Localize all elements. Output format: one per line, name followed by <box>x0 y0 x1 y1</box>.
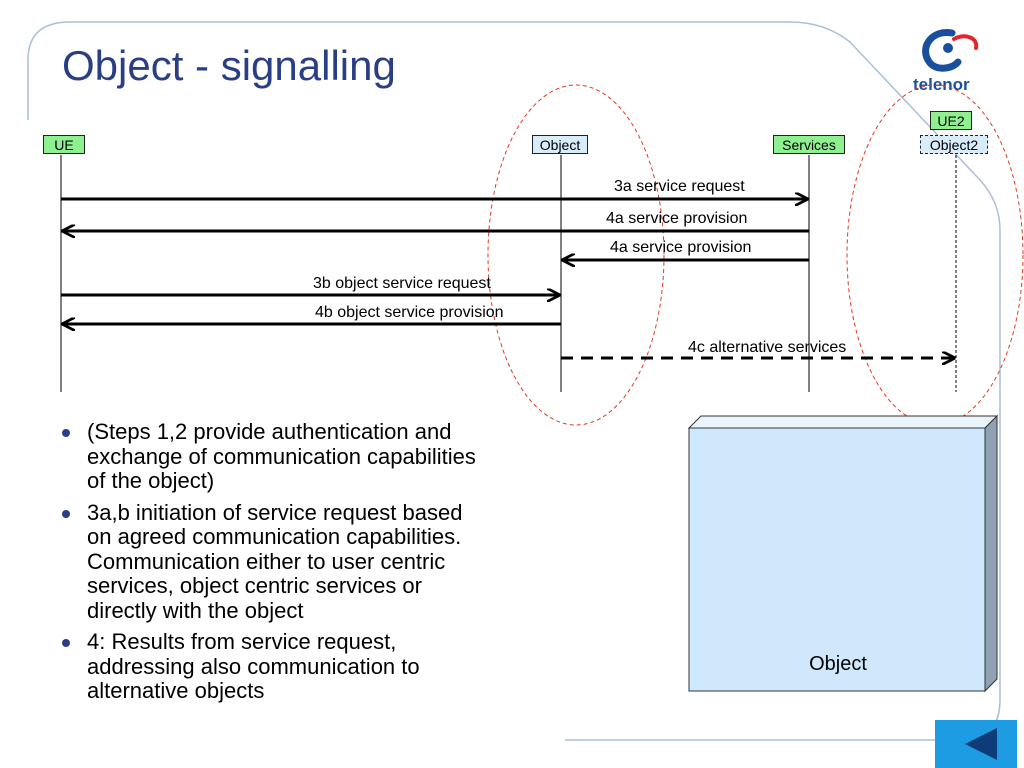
bullet-item: 3a,b initiation of service request based… <box>62 500 492 624</box>
sequence-diagram <box>60 84 1024 426</box>
slide-title: Object - signalling <box>62 42 396 89</box>
ue2-box: UE2 <box>930 111 972 130</box>
bullet-dot-icon <box>62 639 70 647</box>
services-box: Services <box>773 135 845 154</box>
ue-box: UE <box>43 135 85 154</box>
ue2-highlight-ellipse <box>846 84 1024 426</box>
object-box: Object <box>532 135 588 154</box>
bullet-list: (Steps 1,2 provide authentication and ex… <box>62 419 492 711</box>
bullet-item: (Steps 1,2 provide authentication and ex… <box>62 419 492 494</box>
message-label: 3a service request <box>614 178 745 195</box>
message-label: 4a service provision <box>610 239 752 256</box>
object2-box: Object2 <box>920 135 988 154</box>
back-nav-button[interactable] <box>935 720 1017 768</box>
message-label: 3b object service request <box>313 275 491 292</box>
message-label: 4c alternative services <box>688 339 847 356</box>
object-box-label: Object <box>809 653 867 675</box>
message-label: 4b object service provision <box>315 304 504 321</box>
bullet-dot-icon <box>62 509 70 518</box>
object-highlight-ellipse <box>487 84 665 426</box>
bullet-item: 4: Results from service request, address… <box>62 629 492 704</box>
bullet-dot-icon <box>62 429 70 437</box>
telenor-logo-icon <box>922 29 979 72</box>
message-label: 4a service provision <box>606 210 748 227</box>
back-arrow-icon <box>965 728 997 760</box>
